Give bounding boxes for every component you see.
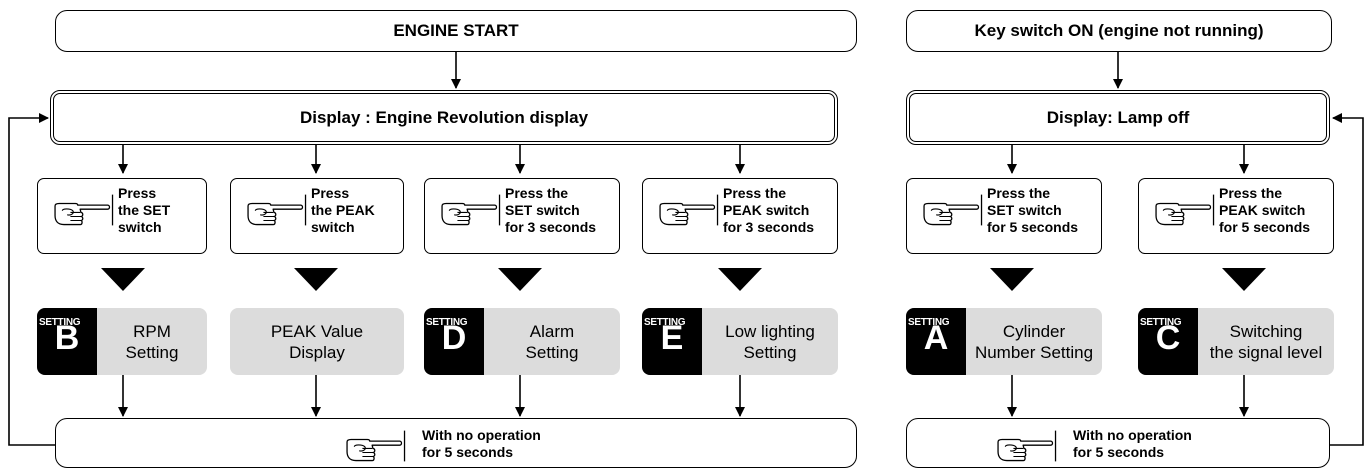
engine-revolution-display-box: Display : Engine Revolution display: [50, 90, 838, 145]
down-triangle-icon: [294, 268, 338, 291]
key-switch-on-label: Key switch ON (engine not running): [974, 21, 1264, 40]
arrow-loop-back-right: [1330, 113, 1364, 446]
pointing-hand-icon: [346, 429, 406, 463]
lamp-off-display-box: Display: Lamp off: [906, 90, 1330, 145]
pointing-hand-icon: [923, 193, 983, 227]
down-triangle-icon: [1222, 268, 1266, 291]
pointing-hand-icon: [54, 193, 114, 227]
down-triangle-icon: [990, 268, 1034, 291]
key-switch-on-box: Key switch ON (engine not running): [906, 10, 1332, 52]
engine-start-label: ENGINE START: [393, 21, 519, 40]
engine-revolution-display-label: Display : Engine Revolution display: [299, 107, 589, 127]
pointing-hand-icon: [659, 193, 719, 227]
down-triangle-icon: [101, 268, 145, 291]
pointing-hand-icon: [997, 429, 1057, 463]
arrow-loop-back-left: [8, 113, 55, 446]
down-triangle-icon: [718, 268, 762, 291]
pointing-hand-icon: [247, 193, 307, 227]
lamp-off-display-label: Display: Lamp off: [1046, 107, 1190, 127]
pointing-hand-icon: [1155, 193, 1215, 227]
engine-start-box: ENGINE START: [55, 10, 857, 52]
down-triangle-icon: [498, 268, 542, 291]
pointing-hand-icon: [441, 193, 501, 227]
